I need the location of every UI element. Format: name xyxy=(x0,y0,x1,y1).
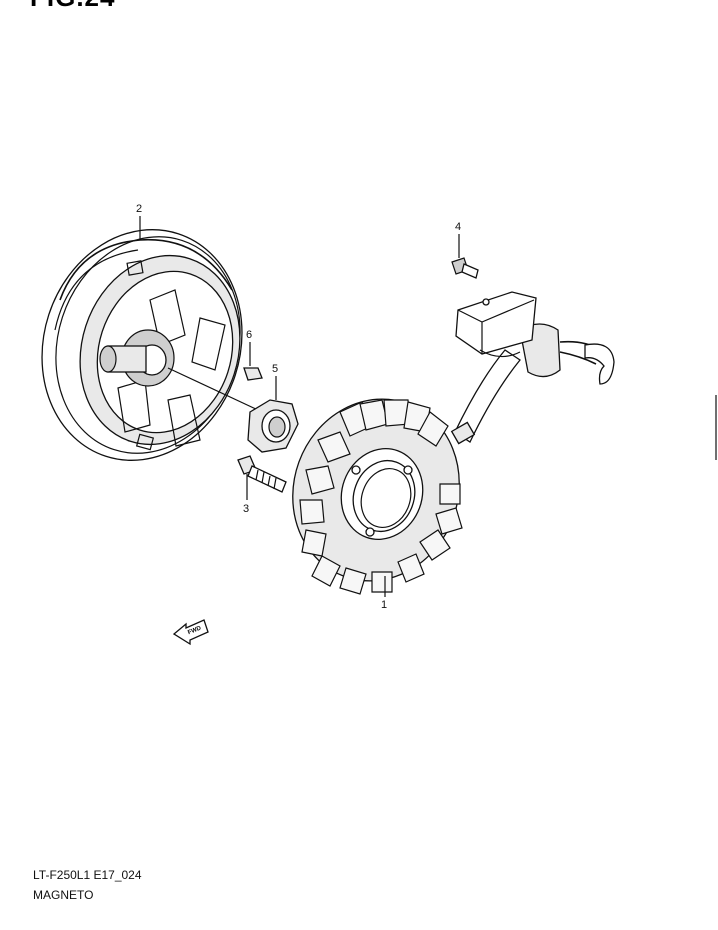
rotor-part xyxy=(41,229,259,461)
callout-2: 2 xyxy=(136,203,142,240)
callout-4: 4 xyxy=(455,221,461,258)
key-part xyxy=(243,367,263,381)
bolt-part xyxy=(237,455,287,493)
callout-6: 6 xyxy=(246,329,252,366)
forward-arrow-icon: FWD xyxy=(172,619,209,646)
svg-text:3: 3 xyxy=(243,503,249,515)
callout-3: 3 xyxy=(243,474,249,515)
screw-part xyxy=(451,257,479,279)
pickup-coil-bracket xyxy=(455,291,537,358)
figure-code: LT-F250L1 E17_024 xyxy=(33,868,142,882)
callout-1: 1 xyxy=(381,576,387,611)
svg-text:1: 1 xyxy=(381,599,387,611)
svg-text:6: 6 xyxy=(246,329,252,341)
wire-harness xyxy=(450,323,615,445)
figure-title: FIG.24 xyxy=(30,0,115,13)
nut-part xyxy=(247,399,299,453)
stator-part xyxy=(292,398,463,595)
svg-text:5: 5 xyxy=(272,363,278,375)
svg-text:4: 4 xyxy=(455,221,461,233)
svg-text:2: 2 xyxy=(136,203,142,215)
svg-text:FWD: FWD xyxy=(187,625,203,636)
figure-caption: MAGNETO xyxy=(33,888,94,902)
callout-5: 5 xyxy=(272,363,278,400)
